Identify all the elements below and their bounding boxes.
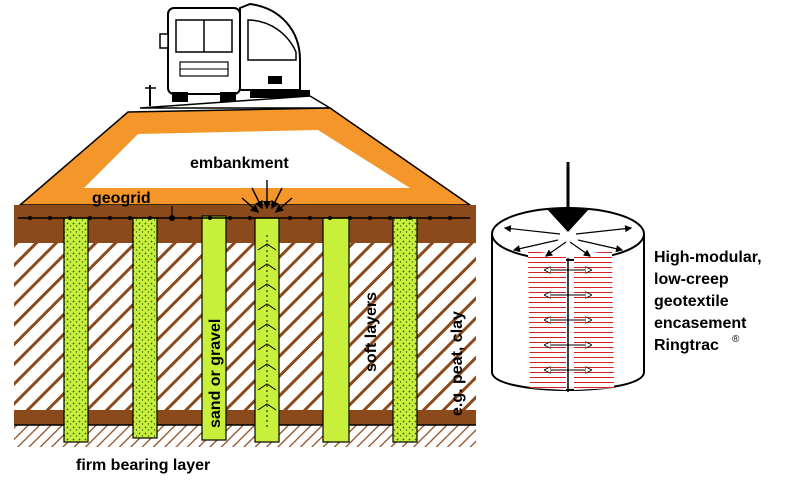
road-surface [139, 95, 333, 109]
sand-or-gravel-label: sand or gravel [207, 319, 224, 428]
embankment-inner-area [84, 130, 410, 188]
column-sand-gravel [201, 215, 227, 441]
encasement-cylinder [491, 162, 645, 392]
encasement-text-line5: Ringtrac [654, 337, 719, 354]
encasement-text-line2: low-creep [654, 271, 729, 288]
encasement-text-line3: geotextile [654, 293, 729, 310]
encasement-hatch-right [574, 250, 614, 390]
encased-column-arrows [257, 235, 277, 430]
soft-layers-label: soft layers [363, 292, 380, 372]
embankment-label: embankment [190, 155, 289, 172]
train-icon [239, 2, 310, 98]
load-arrows [241, 180, 293, 213]
registered-mark: ® [732, 334, 740, 345]
firm-bearing-layer-label: firm bearing layer [76, 457, 210, 474]
column-soft-layers [322, 217, 350, 443]
column-speckled [392, 217, 418, 443]
bus-icon [145, 7, 241, 106]
column-speckled [63, 217, 89, 443]
geogrid-label: geogrid [92, 190, 151, 207]
geogrid-line [18, 206, 470, 221]
peat-clay-label: e.g. peat, clay [449, 311, 466, 416]
column-speckled [132, 217, 158, 439]
firm-bearing-layer [14, 425, 476, 447]
encasement-text-line1: High-modular, [654, 249, 762, 266]
encasement-text-line4: encasement [654, 315, 747, 332]
